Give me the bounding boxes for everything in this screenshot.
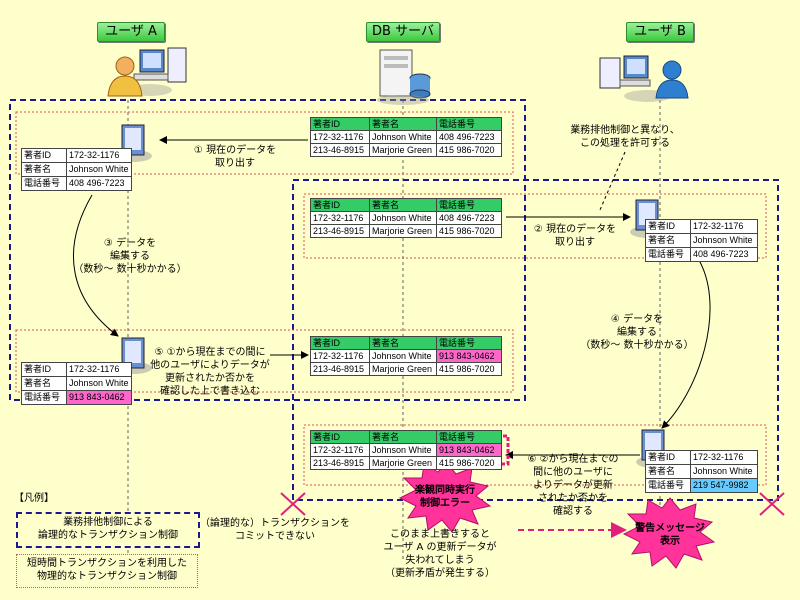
step-1-label: ① 現在のデータを 取り出す <box>193 145 277 169</box>
physical-tx-box-3 <box>15 329 514 393</box>
step-6-label: ⑥ ②から現在までの 間に他のユーザに よりデータが更新 されたか否かを 確認す… <box>527 454 619 517</box>
actor-user-a: ユーザ A <box>97 22 165 42</box>
user-b-person-icon <box>655 60 689 99</box>
actor-user-b: ユーザ B <box>626 22 694 42</box>
burst-warning <box>622 497 716 569</box>
db-server-icon <box>377 49 431 105</box>
user-a-computer-icon <box>128 47 187 96</box>
x-mark-user-a <box>280 492 306 516</box>
note-pointer <box>599 151 626 211</box>
x-mark-user-b <box>759 492 785 516</box>
legend-physical-transaction: 短時間トランザクションを利用した 物理的なトランザクション制御 <box>16 554 198 588</box>
logical-tx-box-a <box>9 99 526 401</box>
step-5-label: ⑤ ①から現在までの間に 他のユーザによりデータが 更新されたか否かを 確認した… <box>150 347 270 397</box>
step-4-label: ④ データを 編集する （数秒～ 数十秒かかる） <box>580 314 694 351</box>
step-3-label: ③ データを 編集する （数秒～ 数十秒かかる） <box>73 238 187 275</box>
note-allow-processing: 業務排他制御と異なり、 この処理を許可する <box>570 125 680 149</box>
legend-title: 【凡例】 <box>14 493 54 504</box>
conflict-error-label: 楽観同時実行 制御エラー <box>415 485 475 509</box>
physical-tx-box-4 <box>303 424 767 486</box>
arrow-step-4 <box>661 261 711 429</box>
physical-tx-box-2 <box>303 193 767 259</box>
warning-message-label: 警告メッセージ 表示 <box>635 523 705 547</box>
arrow-step-3 <box>73 194 119 337</box>
step-2-label: ② 現在のデータを 取り出す <box>533 224 617 248</box>
user-b-computer-icon <box>599 55 672 102</box>
actor-db-server: DB サーバ <box>366 22 440 42</box>
cannot-commit-label: （論理的な）トランザクションを コミットできない <box>200 518 350 542</box>
physical-tx-box-1 <box>15 111 514 175</box>
user-a-person-icon <box>107 56 143 97</box>
burst-conflict <box>398 461 492 533</box>
consequence-label: このまま上書きすると ユーザ A の更新データが 失われてしまう （更新矛盾が発… <box>383 529 497 579</box>
logical-tx-box-b <box>292 179 779 501</box>
legend-logical-transaction: 業務排他制御による 論理的なトランザクション制御 <box>16 512 200 548</box>
